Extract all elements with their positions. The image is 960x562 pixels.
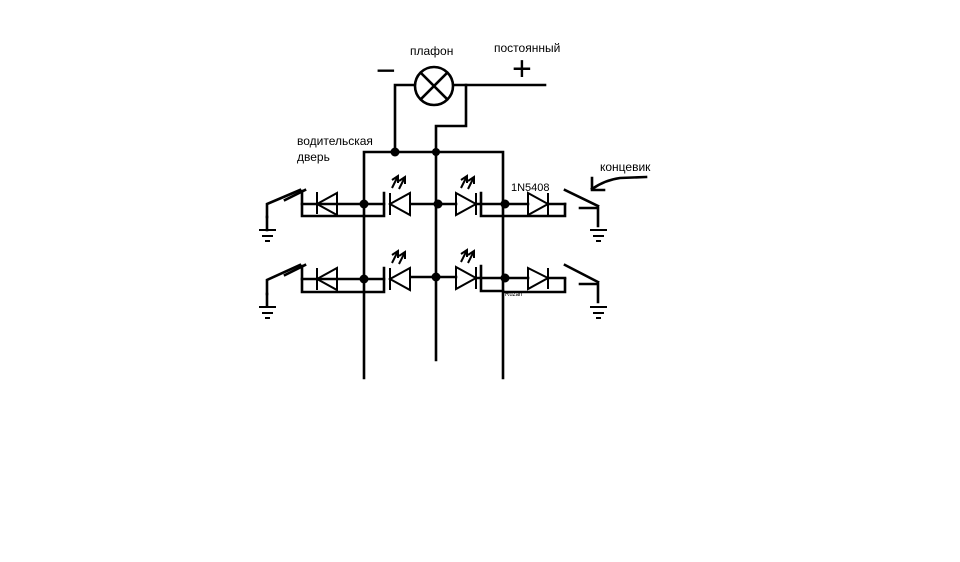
ground-icon (259, 215, 276, 242)
switch-icon (265, 188, 307, 219)
diode-icon (527, 266, 551, 291)
switch-icon (563, 188, 600, 228)
diode-icon (314, 266, 338, 292)
led-icon (387, 249, 411, 292)
driver-door-label-line1: водительская (297, 134, 373, 148)
ground-icon (590, 306, 607, 319)
led-icon (455, 174, 479, 217)
lamp-wiring (393, 65, 547, 362)
lamp-label: плафон (410, 44, 454, 58)
arrow-icon (590, 175, 648, 192)
minus-sign: − (376, 52, 396, 90)
diode-model-label: 1N5408 (511, 182, 550, 194)
diode-icon (527, 191, 551, 217)
switch-icon (265, 263, 307, 296)
signature-label: Ruzan (505, 292, 523, 298)
led-icon (387, 174, 411, 217)
ground-icon (259, 292, 276, 319)
ground-icon (590, 229, 607, 242)
plus-sign: + (512, 50, 532, 88)
diode-icon (314, 191, 338, 217)
constant-label: постоянный (494, 41, 561, 55)
row-upper (259, 174, 607, 242)
switch-icon (563, 263, 600, 304)
row-lower (259, 248, 607, 319)
driver-door-label-line2: дверь (297, 150, 330, 164)
lamp-cross-icon (413, 65, 455, 107)
led-icon (455, 248, 479, 291)
door-switch-label: концевик (600, 160, 651, 174)
